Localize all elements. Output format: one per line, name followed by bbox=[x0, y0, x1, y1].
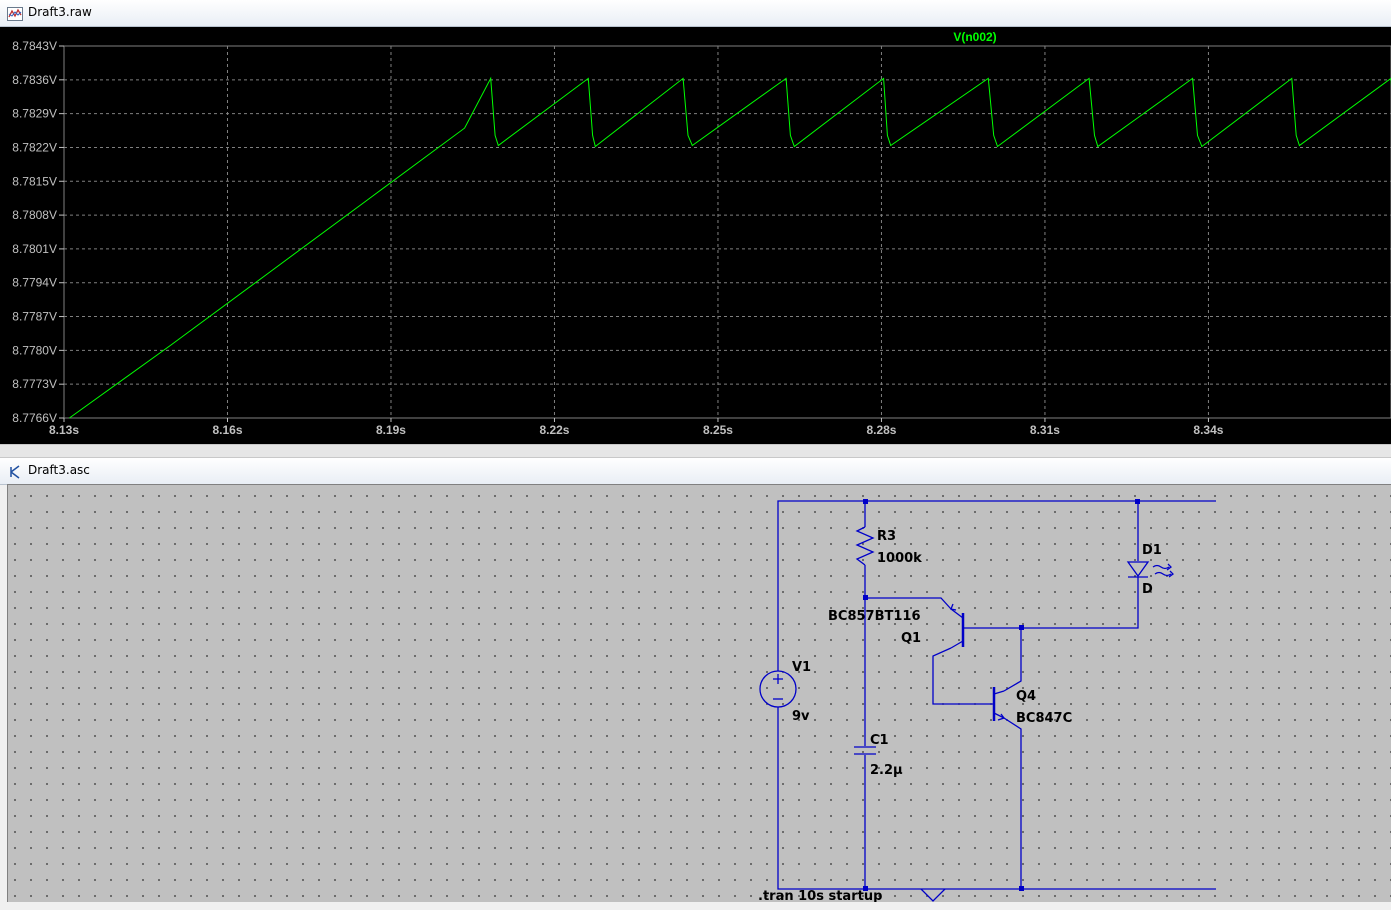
schematic-window-title: Draft3.asc bbox=[28, 463, 90, 477]
x-tick-label: 8.16s bbox=[212, 423, 242, 437]
plot-grid bbox=[64, 46, 1391, 418]
y-tick-label: 8.7794V bbox=[12, 276, 57, 290]
plot-frame bbox=[63, 45, 1391, 419]
capacitor-c1[interactable]: C1 2.2µ bbox=[854, 733, 903, 778]
plot-axes: 8.7843V 8.7836V 8.7829V 8.7822V 8.7815V 8.780… bbox=[12, 39, 1391, 437]
v1-value-label: 9v bbox=[792, 709, 810, 724]
y-tick-label: 8.7773V bbox=[12, 377, 57, 391]
led-d1[interactable]: D1 D bbox=[1126, 543, 1174, 597]
c1-name-label: C1 bbox=[870, 733, 889, 748]
y-tick-label: 8.7822V bbox=[12, 140, 57, 154]
transistor-q1[interactable]: BC857BT116 Q1 bbox=[828, 603, 965, 649]
y-tick-label: 8.7801V bbox=[12, 242, 57, 256]
y-tick-label: 8.7843V bbox=[12, 39, 57, 53]
q4-model-label: BC847C bbox=[1016, 711, 1072, 726]
waveform-icon bbox=[7, 7, 23, 21]
schematic-canvas[interactable]: R3 1000k D1 D BC857BT116 Q1 bbox=[7, 484, 1391, 903]
waveform-plot[interactable]: 8.7843V 8.7836V 8.7829V 8.7822V 8.7815V 8.780… bbox=[0, 27, 1391, 444]
status-strip bbox=[0, 902, 1391, 910]
junction-dots bbox=[863, 499, 1140, 891]
q1-model-label: BC857BT116 bbox=[828, 609, 921, 624]
d1-name-label: D1 bbox=[1142, 543, 1162, 558]
x-tick-label: 8.19s bbox=[376, 423, 406, 437]
q4-name-label: Q4 bbox=[1016, 689, 1036, 704]
y-tick-label: 8.7780V bbox=[12, 343, 57, 357]
x-tick-label: 8.34s bbox=[1193, 423, 1223, 437]
q1-name-label: Q1 bbox=[901, 631, 921, 646]
x-tick-label: 8.13s bbox=[49, 423, 79, 437]
schematic-window-titlebar[interactable]: Draft3.asc bbox=[0, 458, 1391, 485]
schematic-drawing[interactable]: R3 1000k D1 D BC857BT116 Q1 bbox=[8, 485, 1391, 903]
y-tick-label: 8.7815V bbox=[12, 174, 57, 188]
voltage-source-v1[interactable]: V1 9v bbox=[759, 660, 811, 724]
transistor-q4[interactable]: Q4 BC847C bbox=[992, 687, 1072, 726]
waveform-chart[interactable]: 8.7843V 8.7836V 8.7829V 8.7822V 8.7815V 8.780… bbox=[0, 27, 1391, 444]
spice-directive[interactable]: .tran 10s startup bbox=[758, 889, 882, 903]
y-tick-label: 8.7836V bbox=[12, 73, 57, 87]
schematic-icon bbox=[10, 465, 20, 479]
x-tick-label: 8.22s bbox=[539, 423, 569, 437]
plot-window-titlebar[interactable]: Draft3.raw bbox=[0, 0, 1391, 27]
plot-window-title: Draft3.raw bbox=[28, 5, 92, 19]
x-tick-label: 8.28s bbox=[866, 423, 896, 437]
x-tick-label: 8.31s bbox=[1030, 423, 1060, 437]
r3-value-label: 1000k bbox=[877, 551, 922, 566]
r3-name-label: R3 bbox=[877, 529, 896, 544]
ground-symbol[interactable] bbox=[920, 888, 946, 902]
pane-splitter[interactable] bbox=[0, 444, 1391, 458]
v1-name-label: V1 bbox=[792, 660, 811, 675]
resistor-r3[interactable]: R3 1000k bbox=[855, 526, 922, 566]
plot-series bbox=[69, 76, 1391, 419]
d1-model-label: D bbox=[1142, 582, 1153, 597]
y-tick-label: 8.7787V bbox=[12, 310, 57, 324]
y-tick-label: 8.7766V bbox=[12, 411, 57, 425]
wires[interactable] bbox=[777, 500, 1216, 890]
y-tick-label: 8.7808V bbox=[12, 208, 57, 222]
series-line-V(n002)[interactable] bbox=[69, 76, 1391, 419]
y-tick-label: 8.7829V bbox=[12, 107, 57, 121]
series-label[interactable]: V(n002) bbox=[953, 30, 996, 44]
x-tick-label: 8.25s bbox=[703, 423, 733, 437]
c1-value-label: 2.2µ bbox=[870, 763, 903, 778]
